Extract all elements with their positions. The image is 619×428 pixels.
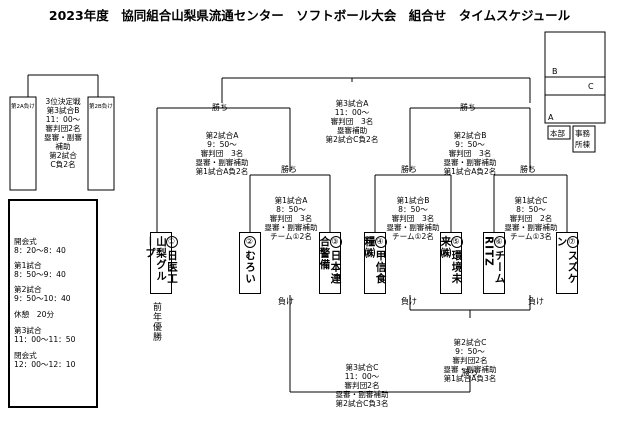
map-label-b: B — [552, 67, 558, 76]
team-2-name: むろい — [244, 250, 256, 285]
win-label: 勝ち — [281, 165, 297, 174]
win-label: 勝ち — [520, 165, 536, 174]
map-honbu: 本部 — [550, 129, 565, 138]
page-title: 2023年度 協同組合山梨県流通センター ソフトボール大会 組合せ タイムスケジ… — [48, 8, 571, 23]
lose-label: 負け — [401, 297, 417, 306]
team-3-name: 日本連合警備 — [318, 236, 342, 285]
team-4-box: ④甲信食糧㈱ — [363, 232, 387, 294]
team-7-box: ⑦スズケン — [555, 232, 579, 294]
team-3-box: ③日本連合警備 — [318, 232, 342, 294]
lose-label: 負け — [528, 297, 544, 306]
win-label: 勝ち — [460, 103, 476, 112]
map-jimusho: 事務所棟 — [575, 129, 590, 149]
team-1-box: ①日医工山梨グループ — [144, 232, 178, 294]
win-label: 勝ち — [212, 103, 228, 112]
team-6-box: ⑥チームRITZ — [482, 232, 506, 294]
map-label-c: C — [588, 82, 594, 91]
team-1-name: 日医工山梨グループ — [144, 236, 178, 285]
win-label: 勝ち — [462, 368, 478, 377]
third-left-label: 第2A負け — [11, 104, 35, 110]
team-2-box: ②むろい — [239, 232, 261, 294]
time-schedule-box: 開会式 8：20～8：40 第1試合 8：50～9：40 第2試合 9：50～1… — [8, 199, 98, 408]
team-5-name: 環境未来㈱ — [439, 236, 463, 285]
team-5-box: ⑤環境未来㈱ — [439, 232, 463, 294]
lose-label: 負け — [278, 297, 294, 306]
team-7-name: スズケン — [555, 236, 579, 285]
team-4-name: 甲信食糧㈱ — [363, 236, 387, 285]
win-label: 勝ち — [401, 165, 417, 174]
map-label-a: A — [548, 113, 554, 122]
third-right-label: 第2B負け — [89, 104, 113, 110]
previous-winner-label: 前年優勝 — [151, 302, 161, 342]
team-6-name: チームRITZ — [482, 236, 506, 285]
